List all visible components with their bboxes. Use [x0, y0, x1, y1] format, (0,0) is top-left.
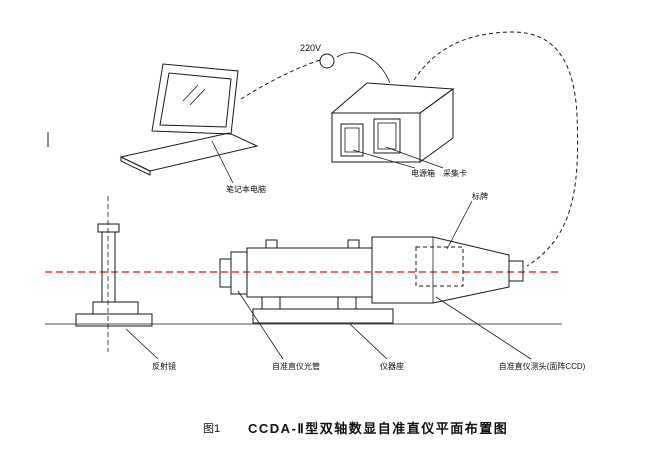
- tube-support-left: [261, 296, 281, 310]
- base-leader: [349, 323, 388, 360]
- tube-end-cap-large: [230, 251, 248, 295]
- laptop-base-edge: [120, 156, 151, 176]
- laptop-drawing: [119, 63, 259, 176]
- capture-card-label: 采集卡: [443, 168, 467, 178]
- power-slot-outer: [340, 123, 364, 157]
- power-box-leader: [352, 149, 416, 169]
- power-plug: 220V: [300, 43, 335, 69]
- mirror-base: [75, 313, 153, 327]
- tube-knob-left: [265, 239, 278, 249]
- probe-cable: [413, 31, 579, 267]
- probe-leader: [435, 296, 532, 360]
- laptop-screen-inner: [159, 72, 232, 128]
- mirror-drawing: [75, 196, 153, 352]
- power-slot-inner: [344, 127, 360, 153]
- laptop-leader: [211, 140, 234, 184]
- caption-title: CCDA-Ⅱ型双轴数显自准直仪平面布置图: [248, 421, 508, 436]
- instrument-base-plate: [252, 308, 394, 324]
- probe-connector: [508, 260, 524, 282]
- tube-leader: [237, 290, 284, 360]
- tube-drawing: [219, 239, 394, 324]
- laptop-cable: [240, 59, 321, 100]
- card-slot-outer: [373, 118, 401, 154]
- caption-number: 图1: [203, 422, 220, 435]
- screen-reflection-line: [182, 84, 199, 102]
- mirror-plate: [101, 231, 116, 303]
- tube-support-right: [337, 296, 357, 310]
- capture-card-leader: [385, 146, 444, 169]
- power-box-label: 电源箱: [411, 168, 435, 178]
- laptop-screen-outer: [151, 63, 239, 135]
- power-cord: [336, 52, 391, 84]
- nameplate-label: 标牌: [472, 191, 488, 201]
- power-box-drawing: [330, 82, 455, 163]
- plug-circle: [319, 53, 335, 69]
- laptop-label: 笔记本电脑: [226, 184, 266, 194]
- probe-label: 自准直仪测头(面阵CCD): [499, 361, 586, 371]
- nameplate-rect: [415, 246, 464, 287]
- card-slot-inner: [377, 122, 397, 150]
- voltage-label: 220V: [300, 43, 321, 53]
- mirror-step: [92, 301, 139, 315]
- screen-reflection-line: [189, 88, 206, 106]
- tube-end-cap-small: [219, 258, 232, 288]
- box-top-face: [330, 82, 455, 114]
- tube-knob-right: [347, 239, 360, 249]
- laptop-base: [119, 132, 259, 172]
- tube-label: 自准直仪光管: [272, 361, 320, 371]
- instrument-base-label: 仪器座: [380, 361, 404, 371]
- mirror-label: 反射镜: [152, 361, 176, 371]
- probe-drawing: [371, 236, 524, 304]
- mirror-leader: [125, 328, 159, 360]
- mirror-top-cap: [97, 223, 120, 233]
- box-right-face: [419, 88, 454, 163]
- nameplate-leader: [446, 200, 473, 250]
